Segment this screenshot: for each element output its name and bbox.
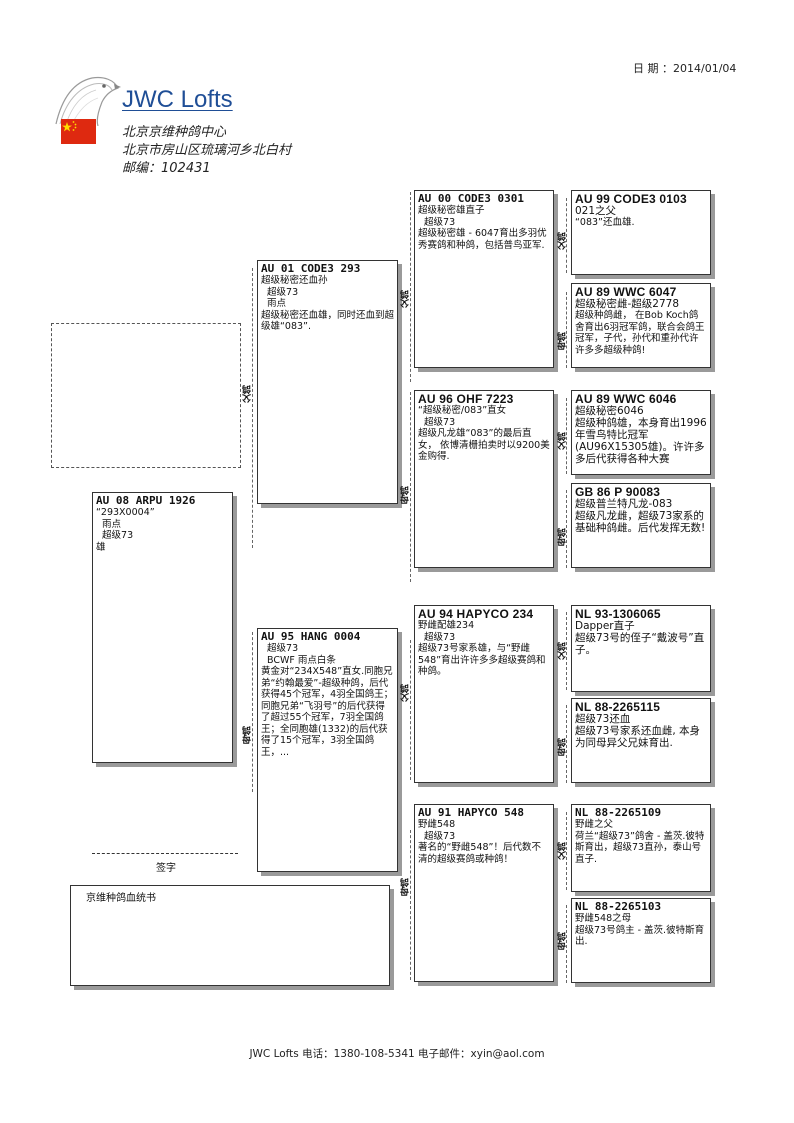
dam-label: 母鸽 (558, 332, 568, 350)
connector (566, 292, 567, 368)
connector (566, 398, 567, 474)
ring-number: AU 08 ARPU 1926 (96, 494, 196, 507)
connector (566, 905, 567, 983)
dam-label: 母鸽 (401, 878, 411, 896)
connector (566, 198, 567, 273)
dam-label: 母鸽 (558, 738, 568, 756)
sire-label: 父鸽 (243, 385, 253, 403)
connector (566, 490, 567, 568)
loft-subtitle: 北京京维种鸽中心 (122, 125, 227, 140)
china-flag-icon (61, 119, 96, 144)
dam-card[interactable]: AU 95 HANG 0004 超级73 BCWF 雨点白条 黄金对“234X5… (257, 628, 398, 872)
sds-card[interactable]: AU 89 WWC 6046 超级秘密6046 超级种鸽雄，本身育出1996年雪… (571, 390, 711, 475)
connector (410, 392, 411, 582)
connector (410, 640, 411, 780)
ssd-card[interactable]: AU 89 WWC 6047 超级秘密雌-超级2778 超级种鸽雌， 在Bob … (571, 283, 711, 368)
sire-label: 父鸽 (558, 842, 568, 860)
connector (252, 268, 253, 548)
subject-card[interactable]: AU 08 ARPU 1926 “293X0004” 雨点 超级73 雄 (92, 492, 233, 763)
dds-card[interactable]: NL 88-2265109 野雌之父 荷兰“超级73”鸽舍 - 盖茨.彼特斯育出… (571, 804, 711, 892)
connector (566, 705, 567, 783)
dss-card[interactable]: NL 93-1306065 Dapper直子 超级73号的侄子“戴波号”直子。 (571, 605, 711, 692)
sss-card[interactable]: AU 99 CODE3 0103 021之父 “083”还血雄. (571, 190, 711, 275)
connector (410, 830, 411, 980)
dam-label: 母鸽 (243, 726, 253, 744)
dsd-card[interactable]: NL 88-2265115 超级73还血 超级73号家系还血雌, 本身为同母异父… (571, 698, 711, 783)
signature-label: 签字 (156, 863, 176, 874)
loft-name[interactable]: JWC Lofts (122, 86, 233, 113)
ss-card[interactable]: AU 00 CODE3 0301 超级秘密雄直子 超级73 超级秘密雄 - 60… (414, 190, 554, 368)
certificate-box[interactable]: 京维种鸽血统书 (70, 885, 390, 986)
connector (252, 632, 253, 792)
sire-label: 父鸽 (401, 290, 411, 308)
print-date: 日 期 ：2014/01/04 (633, 62, 737, 75)
dd-card[interactable]: AU 91 HAPYCO 548 野雌548 超级73 著名的“野雌548”！后… (414, 804, 554, 982)
dam-label: 母鸽 (558, 932, 568, 950)
connector (566, 612, 567, 690)
ddd-card[interactable]: NL 88-2265103 野雌548之母 超级73号鸽主 - 盖茨.彼特斯育出… (571, 898, 711, 983)
connector (410, 192, 411, 382)
photo-placeholder (51, 323, 241, 468)
dam-label: 母鸽 (401, 486, 411, 504)
dam-label: 母鸽 (558, 528, 568, 546)
sd-card[interactable]: AU 96 OHF 7223 “超级秘密/083”直女 超级73 超级凡龙雄“0… (414, 390, 554, 568)
footer-contact: JWC Lofts 电话：1380-108-5341 电子邮件：xyin@aol… (249, 1048, 545, 1060)
sire-label: 父鸽 (558, 642, 568, 660)
sire-card[interactable]: AU 01 CODE3 293 超级秘密还血孙 超级73 雨点 超级秘密还血雄，… (257, 260, 398, 504)
sdd-card[interactable]: GB 86 P 90083 超级普兰特凡龙-083 超级凡龙雌，超级73家系的基… (571, 483, 711, 568)
loft-postcode: 邮编：102431 (122, 161, 211, 176)
loft-address: 北京市房山区琉璃河乡北白村 (122, 143, 292, 158)
sire-label: 父鸽 (558, 432, 568, 450)
sire-label: 父鸽 (558, 232, 568, 250)
ds-card[interactable]: AU 94 HAPYCO 234 野雌配雄234 超级73 超级73号家系雄，与… (414, 605, 554, 783)
pigeon-logo-icon (55, 76, 121, 126)
certificate-title: 京维种鸽血统书 (86, 893, 156, 904)
sire-label: 父鸽 (401, 684, 411, 702)
signature-line (92, 853, 238, 854)
connector (566, 812, 567, 890)
